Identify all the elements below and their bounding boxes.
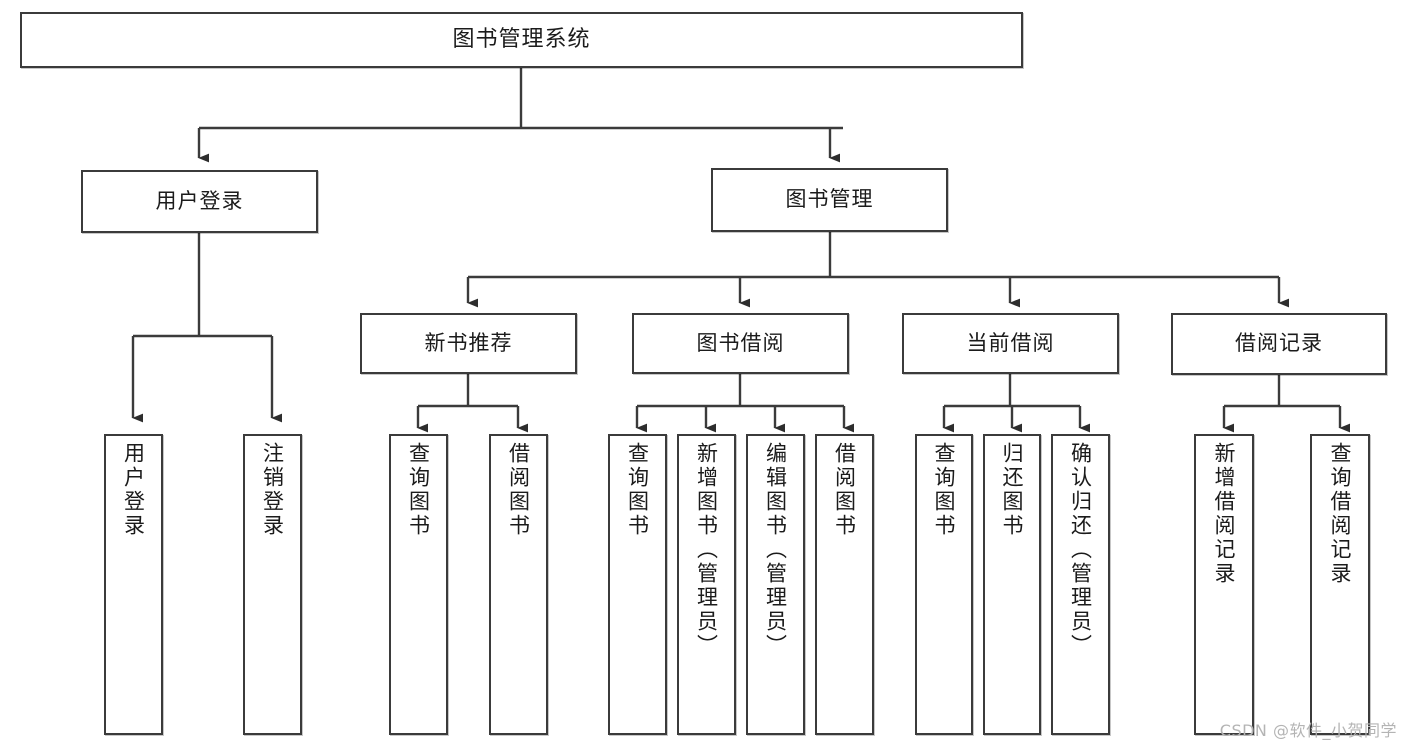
node-borrow-records[interactable]: 借阅记录: [1171, 313, 1387, 375]
node-label: 图书管理系统: [452, 26, 591, 52]
leaf-new-book-query-book[interactable]: 查询图书: [389, 434, 448, 735]
node-label: 新增借阅记录: [1212, 442, 1237, 586]
leaf-book-borrow-add-book[interactable]: 新增图书（管理员）: [677, 434, 736, 735]
node-label: 编辑图书（管理员）: [763, 442, 788, 658]
node-label: 借阅图书: [832, 442, 857, 538]
node-label: 查询图书: [932, 442, 957, 538]
node-label: 查询图书: [406, 442, 431, 538]
node-label: 新增图书（管理员）: [694, 442, 719, 658]
node-user-login[interactable]: 用户登录: [81, 170, 318, 233]
leaf-current-borrow-query-book[interactable]: 查询图书: [915, 434, 973, 735]
node-label: 用户登录: [155, 188, 244, 213]
node-label: 借阅记录: [1235, 331, 1323, 356]
node-label: 注销登录: [260, 442, 285, 538]
node-label: 图书管理: [785, 187, 874, 212]
leaf-user-login-login[interactable]: 用户登录: [104, 434, 163, 735]
leaf-book-borrow-borrow-book[interactable]: 借阅图书: [815, 434, 874, 735]
node-book-management-system[interactable]: 图书管理系统: [20, 12, 1023, 68]
leaf-book-borrow-edit-book[interactable]: 编辑图书（管理员）: [746, 434, 805, 735]
node-label: 用户登录: [121, 442, 146, 538]
node-label: 查询图书: [625, 442, 650, 538]
leaf-current-borrow-return-book[interactable]: 归还图书: [983, 434, 1041, 735]
node-label: 当前借阅: [966, 330, 1055, 355]
node-book-management[interactable]: 图书管理: [711, 168, 948, 232]
node-label: 确认归还（管理员）: [1068, 442, 1093, 658]
leaf-book-borrow-query-book[interactable]: 查询图书: [608, 434, 667, 735]
leaf-current-borrow-confirm-return[interactable]: 确认归还（管理员）: [1051, 434, 1110, 735]
leaf-borrow-records-add-record[interactable]: 新增借阅记录: [1194, 434, 1254, 735]
leaf-user-login-logout[interactable]: 注销登录: [243, 434, 302, 735]
node-label: 图书借阅: [696, 330, 785, 355]
leaf-new-book-borrow-book[interactable]: 借阅图书: [489, 434, 548, 735]
node-new-book-recommend[interactable]: 新书推荐: [360, 313, 577, 374]
leaf-borrow-records-query-record[interactable]: 查询借阅记录: [1310, 434, 1370, 735]
watermark-text: CSDN @软件_小贺同学: [1219, 721, 1397, 740]
node-label: 归还图书: [1000, 442, 1025, 538]
node-current-borrow[interactable]: 当前借阅: [902, 313, 1119, 374]
node-book-borrow[interactable]: 图书借阅: [632, 313, 849, 374]
node-label: 新书推荐: [424, 330, 513, 355]
node-label: 查询借阅记录: [1328, 442, 1353, 586]
node-label: 借阅图书: [506, 442, 531, 538]
